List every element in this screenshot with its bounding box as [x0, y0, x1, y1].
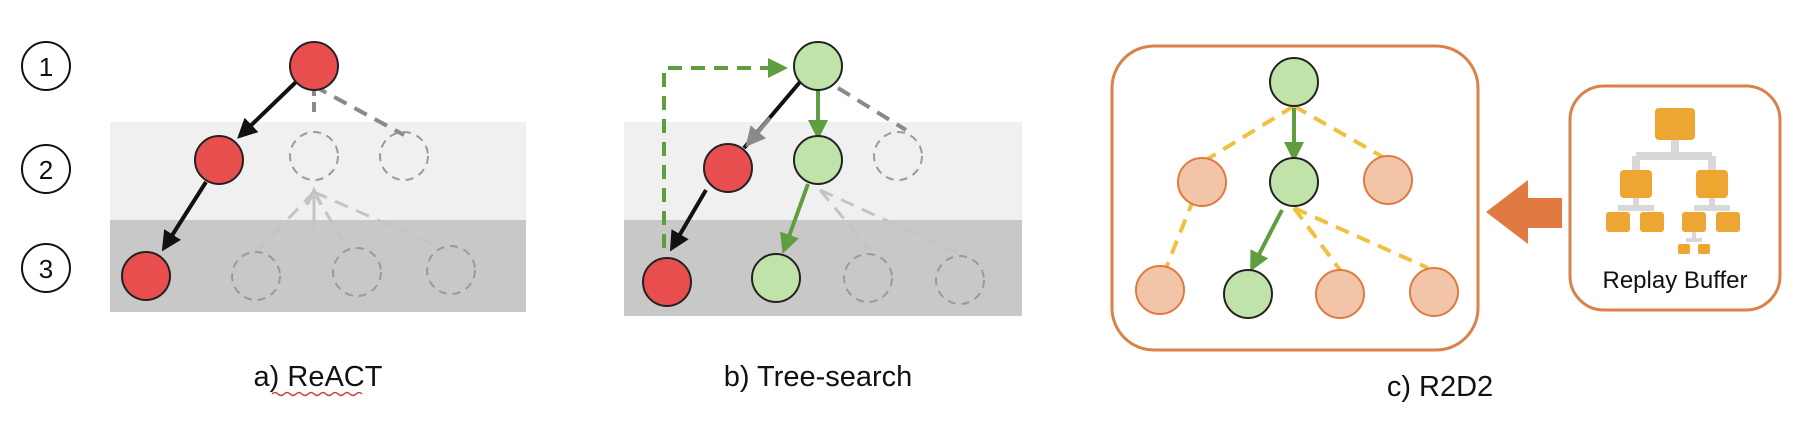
ghost-node — [873, 131, 923, 181]
ghost-node — [426, 245, 476, 295]
red-node — [121, 251, 171, 301]
panel-caption: b) Tree-search — [724, 361, 913, 393]
path-edge — [161, 180, 208, 252]
faded-edge — [818, 189, 872, 251]
peach-node — [1363, 155, 1413, 205]
path-edge — [669, 188, 708, 252]
big-arrow-icon — [1486, 180, 1562, 244]
green-node — [1269, 157, 1319, 207]
ghost-node — [289, 131, 339, 181]
panel-caption: a) ReACT — [254, 361, 383, 393]
gold-edge — [1164, 197, 1196, 269]
band-level-2 — [110, 122, 526, 220]
ghost-node — [332, 247, 382, 297]
level-label: 1 — [39, 52, 53, 82]
ghost-node — [231, 251, 281, 301]
green-node — [793, 135, 843, 185]
level-marker-2: 2 — [21, 144, 71, 194]
green-node — [1223, 269, 1273, 319]
faded-edge — [836, 86, 908, 132]
path-edge — [745, 116, 772, 148]
band-level-3 — [624, 220, 1022, 316]
replay-buffer-label: Replay Buffer — [1603, 267, 1748, 294]
gold-edge — [1293, 104, 1389, 162]
faded-edge — [313, 84, 405, 137]
peach-node — [1315, 269, 1365, 319]
ghost-node — [843, 253, 893, 303]
faded-edge — [313, 190, 447, 252]
path-edge — [780, 183, 810, 254]
level-markers: 1 2 3 — [21, 41, 71, 293]
faded-edge — [819, 188, 961, 256]
level-marker-1: 1 — [21, 41, 71, 91]
red-node — [194, 135, 244, 185]
level-label: 2 — [39, 155, 53, 185]
replay-buffer-box — [1568, 84, 1782, 312]
red-node — [642, 257, 692, 307]
gold-edge — [1204, 104, 1296, 162]
faded-edge — [256, 190, 316, 252]
panel-r2d2: Replay Buffer c) R2D2 — [1110, 44, 1782, 403]
panel-tree-search: b) Tree-search — [624, 41, 1022, 393]
level-label: 3 — [39, 254, 53, 284]
path-edge — [1250, 209, 1284, 272]
hierarchy-icon — [1606, 108, 1740, 254]
level-circle — [21, 243, 71, 293]
ghost-node — [379, 131, 429, 181]
peach-node — [1135, 265, 1185, 315]
green-node — [1269, 57, 1319, 107]
green-node — [751, 253, 801, 303]
peach-node — [1177, 157, 1227, 207]
red-node — [703, 143, 753, 193]
level-marker-3: 3 — [21, 243, 71, 293]
gold-edge — [1293, 206, 1429, 270]
panel-react: a) ReACT — [110, 41, 526, 397]
backtrack-edge — [662, 58, 788, 248]
level-circle — [21, 144, 71, 194]
gold-edge — [1292, 206, 1342, 272]
panel-caption: c) R2D2 — [1387, 371, 1493, 403]
spellcheck-underline — [271, 391, 363, 397]
level-circle — [21, 41, 71, 91]
green-node — [793, 41, 843, 91]
red-node — [289, 41, 339, 91]
ghost-node — [935, 255, 985, 305]
path-edge — [237, 80, 298, 139]
peach-node — [1409, 267, 1459, 317]
